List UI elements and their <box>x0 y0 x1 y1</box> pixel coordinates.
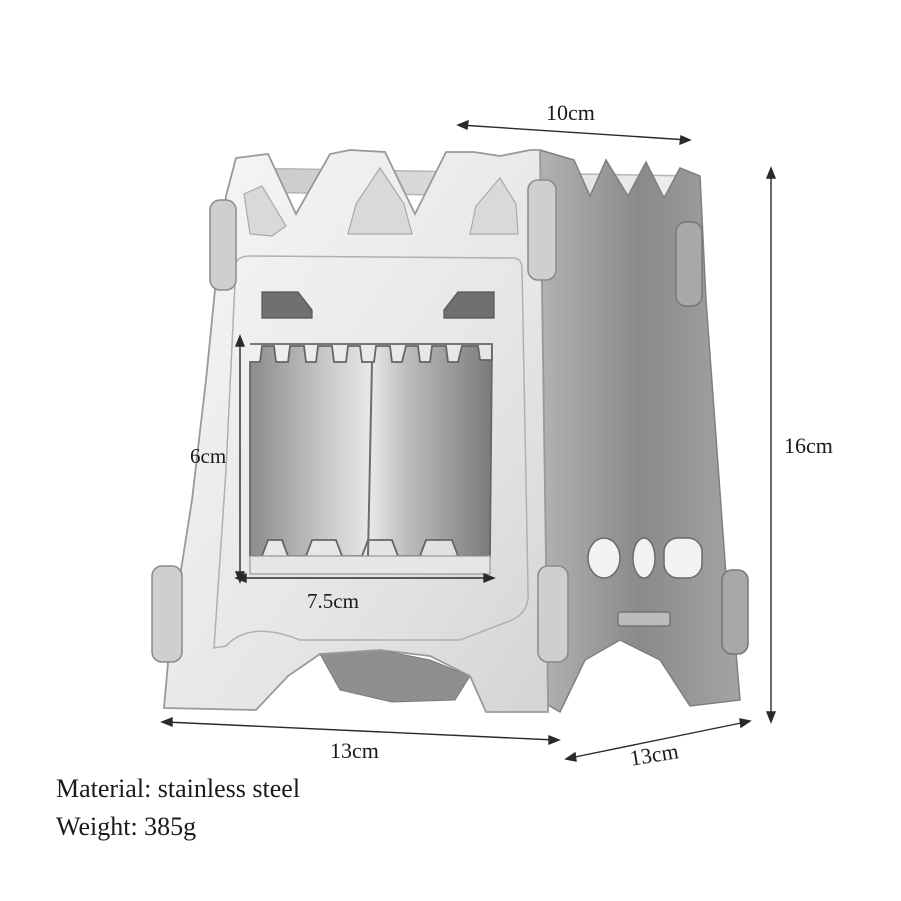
vent-slot <box>443 291 495 319</box>
window-height-label: 6cm <box>190 444 227 468</box>
side-vent-hole <box>587 537 621 579</box>
window-width-label: 7.5cm <box>307 589 359 613</box>
window-center-seam <box>367 361 373 557</box>
front-frame <box>213 255 529 649</box>
crown-cutout <box>469 176 519 235</box>
hinge-tab <box>537 565 569 663</box>
bottom-teeth <box>249 555 491 575</box>
crown-cutout <box>243 185 287 237</box>
side-panel <box>539 148 741 714</box>
hinge-tab <box>209 199 237 291</box>
side-slot <box>617 611 671 627</box>
hinge-tab <box>675 221 703 307</box>
vent-slot <box>261 291 313 319</box>
crown-cutout <box>347 166 413 235</box>
top-width-label: 10cm <box>546 100 595 125</box>
weight-spec: Weight: 385g <box>56 812 197 841</box>
height-label: 16cm <box>784 433 833 458</box>
hinge-tab <box>721 569 749 655</box>
side-vent-hole <box>632 537 656 579</box>
hinge-tab <box>151 565 183 663</box>
front-width-label: 13cm <box>330 738 379 763</box>
material-spec: Material: stainless steel <box>56 774 301 803</box>
dimension-lines <box>160 119 777 762</box>
side-vent-hole <box>663 537 703 579</box>
hinge-tab <box>527 179 557 281</box>
